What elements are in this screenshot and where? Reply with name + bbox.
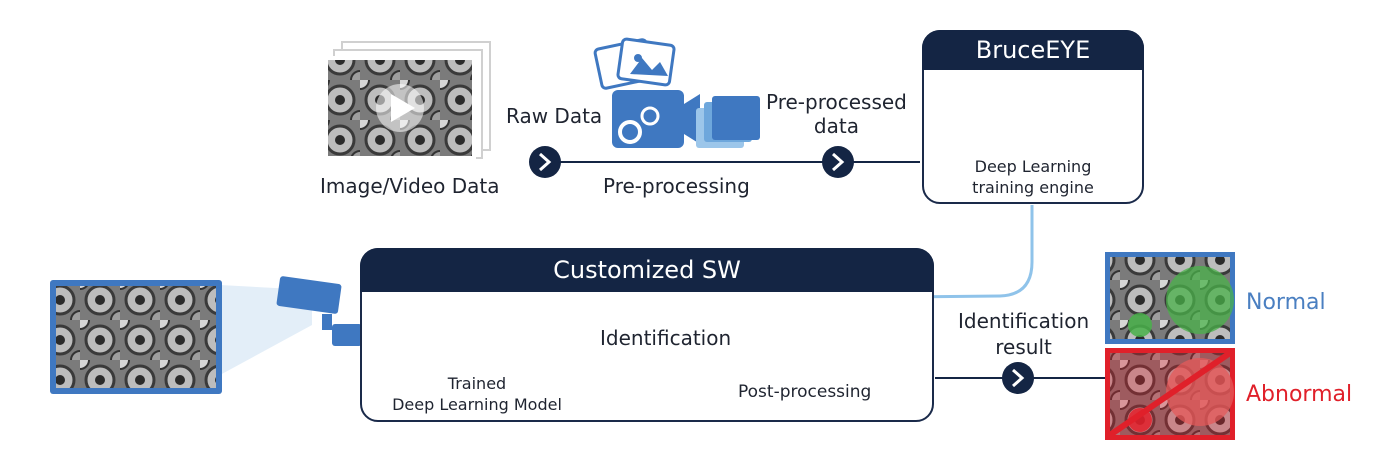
postprocessing-label: Post-processing [738, 382, 872, 402]
trained-model-line1: Trained [447, 374, 507, 393]
camera-input [50, 276, 362, 394]
raw-data-arrow-icon [529, 146, 561, 178]
normal-label: Normal [1246, 290, 1326, 315]
abnormal-slash [1108, 350, 1232, 438]
customized-sw-card: Customized SW [360, 248, 934, 422]
normal-result-image [1105, 252, 1235, 344]
result-arrow-icon [1002, 362, 1034, 394]
camera-body-icon [612, 90, 684, 148]
camera-light-cone [220, 285, 312, 375]
trained-model-label: Trained Deep Learning Model [392, 373, 562, 415]
customized-sw-title: Customized SW [360, 248, 934, 292]
bruceeye-caption: Deep Learning training engine [924, 156, 1142, 198]
play-icon [391, 94, 415, 122]
preprocessing-icon [593, 37, 760, 148]
abnormal-result-image [1105, 348, 1235, 440]
identification-result-line1: Identification [958, 309, 1090, 333]
bruceeye-title: BruceEYE [922, 30, 1144, 70]
preprocessed-label-line2: data [813, 114, 859, 138]
raw-data-label: Raw Data [506, 104, 603, 128]
image-video-stack [324, 41, 491, 160]
preprocessed-label: Pre-processed data [766, 90, 907, 138]
preprocessing-label: Pre-processing [603, 174, 750, 198]
trained-model-line2: Deep Learning Model [392, 395, 562, 414]
preprocessed-label-line1: Pre-processed [766, 90, 907, 114]
abnormal-label: Abnormal [1246, 382, 1353, 407]
cctv-camera-icon [276, 276, 362, 346]
image-video-label: Image/Video Data [320, 174, 500, 198]
identification-result-label: Identification result [958, 308, 1089, 360]
identification-label: Identification [600, 326, 732, 350]
identification-result-line2: result [995, 335, 1052, 359]
preprocessed-arrow-icon [822, 146, 854, 178]
bruceeye-caption-line2: training engine [972, 178, 1094, 197]
bruceeye-caption-line1: Deep Learning [974, 157, 1092, 176]
bruceeye-card: BruceEYE Deep Learning training engine [922, 30, 1144, 204]
input-image [56, 286, 216, 388]
